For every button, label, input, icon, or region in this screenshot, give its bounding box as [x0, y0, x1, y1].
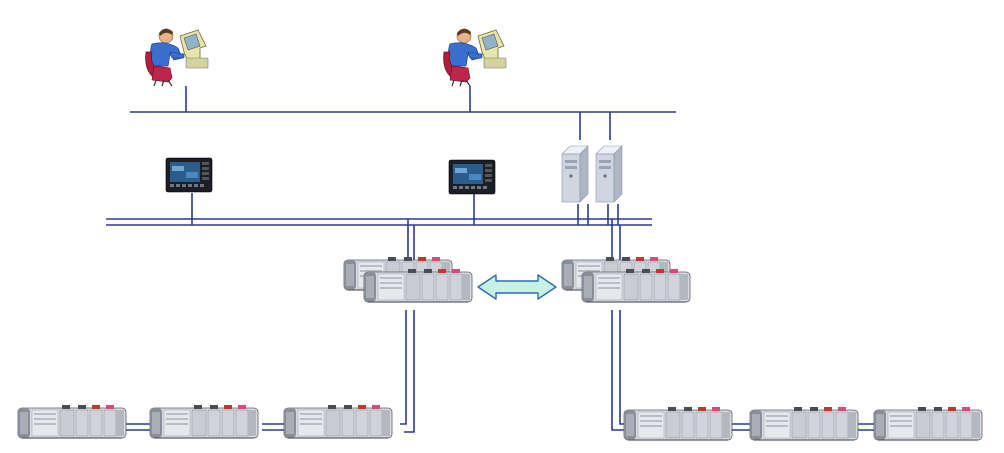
hmi-panel-icon [448, 159, 496, 195]
hmi-panel-icon [165, 157, 213, 193]
io-network-a [126, 310, 415, 433]
controller-pair-b [561, 256, 691, 303]
server-tower-icon [595, 145, 623, 203]
plc-chassis-icon [581, 268, 691, 303]
io-network-b [611, 310, 876, 431]
plc-chassis-icon [363, 268, 473, 303]
redundant-control-network [106, 193, 652, 262]
redundancy-sync-arrow [477, 274, 557, 300]
operator-workstation-icon [145, 28, 209, 87]
supervisory-network [130, 86, 676, 140]
operator-workstation-icon [443, 28, 507, 87]
plc-chassis-icon [149, 404, 259, 439]
server-tower-icon [561, 145, 589, 203]
plc-chassis-icon [749, 406, 859, 441]
plc-chassis-icon [17, 404, 127, 439]
plc-chassis-icon [283, 404, 393, 439]
plc-chassis-icon [623, 406, 733, 441]
controller-pair-a [343, 256, 473, 303]
plc-chassis-icon [873, 406, 983, 441]
